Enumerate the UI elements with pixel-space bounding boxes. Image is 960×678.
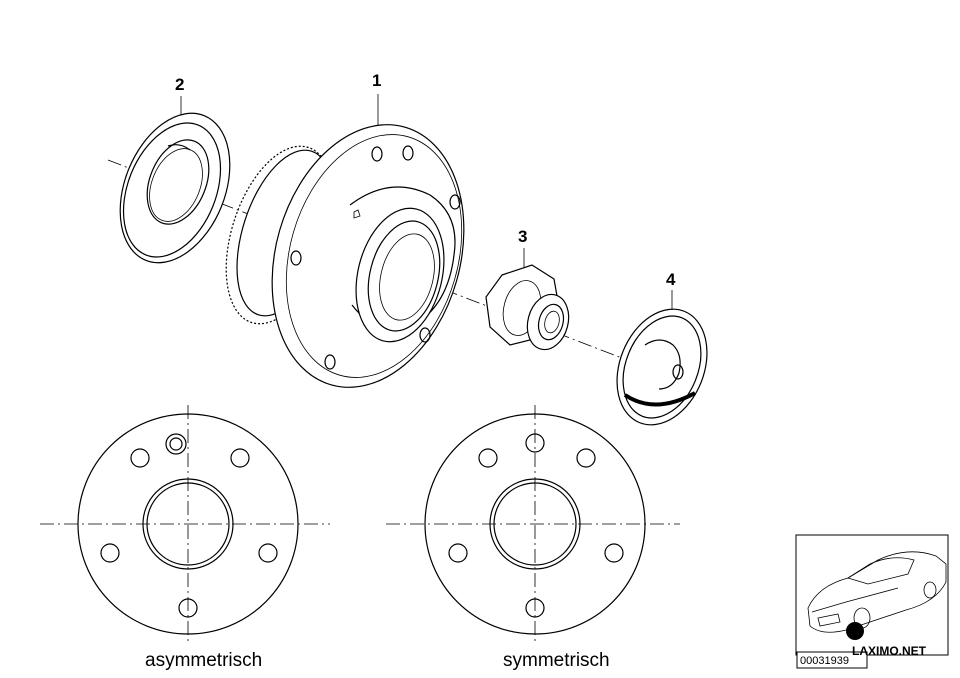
callout-2[interactable]: 2 <box>175 75 184 94</box>
callout-3[interactable]: 3 <box>518 227 527 246</box>
drawing-number-box <box>796 651 868 669</box>
callout-1[interactable]: 1 <box>372 71 381 90</box>
part-4-grease-cap[interactable] <box>601 296 724 439</box>
caption-asymmetric: asymmetrisch <box>145 650 262 671</box>
part-3-collar-nut[interactable] <box>485 264 575 354</box>
part-1-wheel-hub[interactable] <box>206 102 493 410</box>
flange-asymmetric <box>40 405 330 645</box>
location-marker <box>846 622 864 640</box>
callout-4[interactable]: 4 <box>666 270 676 289</box>
car-thumbnail[interactable] <box>795 534 949 669</box>
part-2-seal-ring[interactable] <box>99 97 250 279</box>
caption-symmetric: symmetrisch <box>503 650 610 671</box>
drawing-number: 00031939 <box>800 655 849 667</box>
watermark: LAXIMO.NET <box>852 644 927 658</box>
flange-symmetric <box>386 405 680 645</box>
